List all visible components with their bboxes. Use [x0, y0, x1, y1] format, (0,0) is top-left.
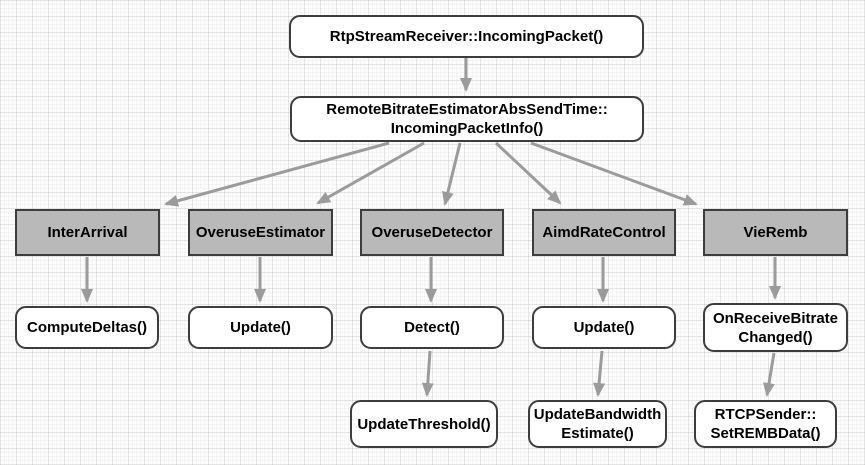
edge-remotebitrateestimator-to-overusedetector: [442, 142, 462, 206]
node-label: Update(): [573, 319, 635, 336]
node-label: OveruseEstimator: [195, 224, 326, 241]
node-aimd-rate-control: AimdRateControl: [532, 209, 676, 256]
node-detect: Detect(): [360, 306, 504, 349]
node-rtp-stream-receiver-incoming-packet: RtpStreamReceiver::IncomingPacket(): [289, 15, 644, 58]
node-overuse-estimator: OveruseEstimator: [188, 209, 333, 256]
node-label-line2: SetREMBData(): [710, 425, 821, 442]
edge-remotebitrateestimator-to-overuseestimator: [316, 141, 425, 205]
node-on-receive-bitrate-changed: OnReceiveBitrate Changed(): [703, 303, 848, 352]
node-label: Detect(): [404, 319, 460, 336]
node-label-line2: Changed(): [738, 328, 813, 346]
node-vie-remb: VieRemb: [703, 209, 848, 256]
node-label: VieRemb: [743, 224, 808, 241]
node-overuse-estimator-update: Update(): [188, 306, 333, 349]
edge-detect-to-updatethreshold: [421, 350, 434, 397]
edge-remotebitrateestimator-to-interarrival: [164, 141, 390, 207]
node-label: RtpStreamReceiver::IncomingPacket(): [329, 28, 604, 45]
node-overuse-detector: OveruseDetector: [360, 209, 504, 256]
node-label-line1: RemoteBitrateEstimatorAbsSendTime::: [326, 101, 608, 118]
node-label: InterArrival: [47, 224, 128, 241]
node-label-line2: IncomingPacketInfo(): [390, 120, 544, 137]
node-inter-arrival: InterArrival: [15, 209, 160, 256]
node-label-line1: RTCPSender::: [714, 406, 817, 423]
node-label: ComputeDeltas(): [26, 319, 147, 336]
node-label-line1: UpdateBandwidth: [533, 406, 662, 423]
node-rtcp-sender-set-remb-data: RTCPSender:: SetREMBData(): [694, 400, 837, 448]
edge-remotebitrateestimator-to-aimdratecontrol: [494, 141, 562, 205]
node-update-threshold: UpdateThreshold(): [350, 400, 498, 448]
node-label: AimdRateControl: [542, 224, 666, 241]
node-label-line1: OnReceiveBitrate: [712, 309, 839, 327]
edge-onreceivebitratechanged-to-rtcpsender: [763, 352, 776, 397]
node-compute-deltas: ComputeDeltas(): [15, 306, 159, 349]
node-update-bandwidth-estimate: UpdateBandwidth Estimate(): [528, 400, 667, 448]
edge-update-to-updatebandwidthestimate: [593, 350, 606, 397]
node-label: UpdateThreshold(): [357, 415, 491, 433]
edge-remotebitrateestimator-to-vieremb: [530, 141, 698, 206]
node-aimd-update: Update(): [532, 306, 676, 349]
node-label: OveruseDetector: [371, 224, 493, 241]
node-label-line2: Estimate(): [561, 425, 634, 442]
node-label: Update(): [230, 319, 291, 336]
node-remote-bitrate-estimator-incoming-packet-info: RemoteBitrateEstimatorAbsSendTime:: Inco…: [290, 96, 644, 142]
